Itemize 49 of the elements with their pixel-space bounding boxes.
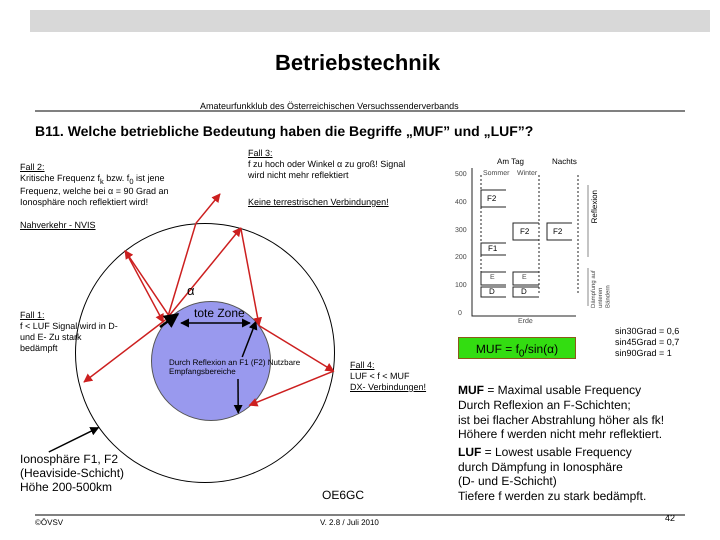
- formula-text: sin45Grad = 0,7: [615, 337, 680, 348]
- definition-text: Tiefere f werden zu stark bedämpft.: [458, 489, 646, 504]
- case-text: Kritische Frequenz f$_{k}$ bzw. f$_{0}$ ist jene Frequenz, welche bei α = 90 Grad an Ionosphäre noch reflektiert wird!: [20, 173, 170, 208]
- case-heading: Fall 3:: [248, 148, 273, 159]
- case-note: DX- Verbindungen!: [350, 382, 426, 393]
- formula-text: sin30Grad = 0,6: [615, 326, 680, 337]
- definition-text: Höhere f werden nicht mehr reflektiert.: [458, 427, 662, 442]
- zone-label: tote Zone: [194, 306, 245, 320]
- callsign-text: OE6GC: [322, 488, 364, 502]
- case-note: Keine terrestrischen Verbindungen!: [248, 197, 389, 208]
- chart-label: Reflexion: [590, 190, 600, 224]
- signal-ray: [124, 250, 170, 317]
- slide-title: Betriebstechnik: [275, 50, 440, 76]
- definition-text: (D- und E-Schicht): [458, 474, 557, 488]
- case-heading: Fall 2:: [20, 162, 45, 173]
- formula-box: MUF = f$_{0}$/sin(α): [458, 337, 576, 359]
- layer-label: D: [521, 287, 527, 297]
- signal-ray: [83, 319, 166, 383]
- subtitle-text: Amateurfunkklub des Österreichischen Versuchssenderverbands: [200, 101, 459, 112]
- case-heading: Fall 1:: [20, 310, 45, 321]
- signal-ray: [258, 324, 334, 372]
- signal-ray: [240, 228, 262, 326]
- formula-text: sin90Grad = 1: [615, 348, 672, 359]
- footer-text: ©ÖVSV: [35, 518, 64, 528]
- definition-text: ist bei flacher Abstrahlung höher als fk!: [458, 413, 664, 428]
- signal-ray: [124, 250, 164, 323]
- signal-ray: [195, 193, 221, 224]
- definition-text: Durch Reflexion an F-Schichten;: [458, 398, 631, 412]
- question-heading: B11. Welche betriebliche Bedeutung haben die Begriffe „MUF” und „LUF”?: [35, 123, 534, 140]
- chart-label: Am Tag: [497, 157, 524, 167]
- footer-text: V. 2.8 / Juli 2010: [320, 518, 379, 528]
- layer-label: F2: [487, 194, 496, 204]
- case-note: Nahverkehr - NVIS: [20, 220, 96, 231]
- annotation-text: Ionosphäre F1, F2 (Heaviside-Schicht) Höhe 200-500km: [20, 452, 135, 496]
- layer-label: F1: [488, 244, 498, 254]
- definition-text: durch Dämpfung in Ionosphäre: [458, 460, 623, 474]
- case-text: LUF < f < MUF: [350, 371, 410, 382]
- leader-line: [48, 426, 100, 453]
- signal-ray: [248, 370, 334, 406]
- definition-text: LUF = Lowest usable Frequency: [458, 445, 632, 460]
- layer-label: F2: [520, 227, 530, 237]
- case-heading: Fall 4:: [350, 360, 375, 371]
- case-text: f zu hoch oder Winkel α zu groß! Signal wird nicht mehr reflektiert: [248, 159, 406, 181]
- leader-line: [242, 320, 258, 358]
- chart-label: Nachts: [552, 157, 577, 167]
- leader-line: [234, 379, 243, 414]
- layer-label: F2: [553, 227, 562, 237]
- definition-text: MUF = Maximal usable Frequency: [458, 383, 642, 398]
- layer-label: D: [489, 287, 495, 297]
